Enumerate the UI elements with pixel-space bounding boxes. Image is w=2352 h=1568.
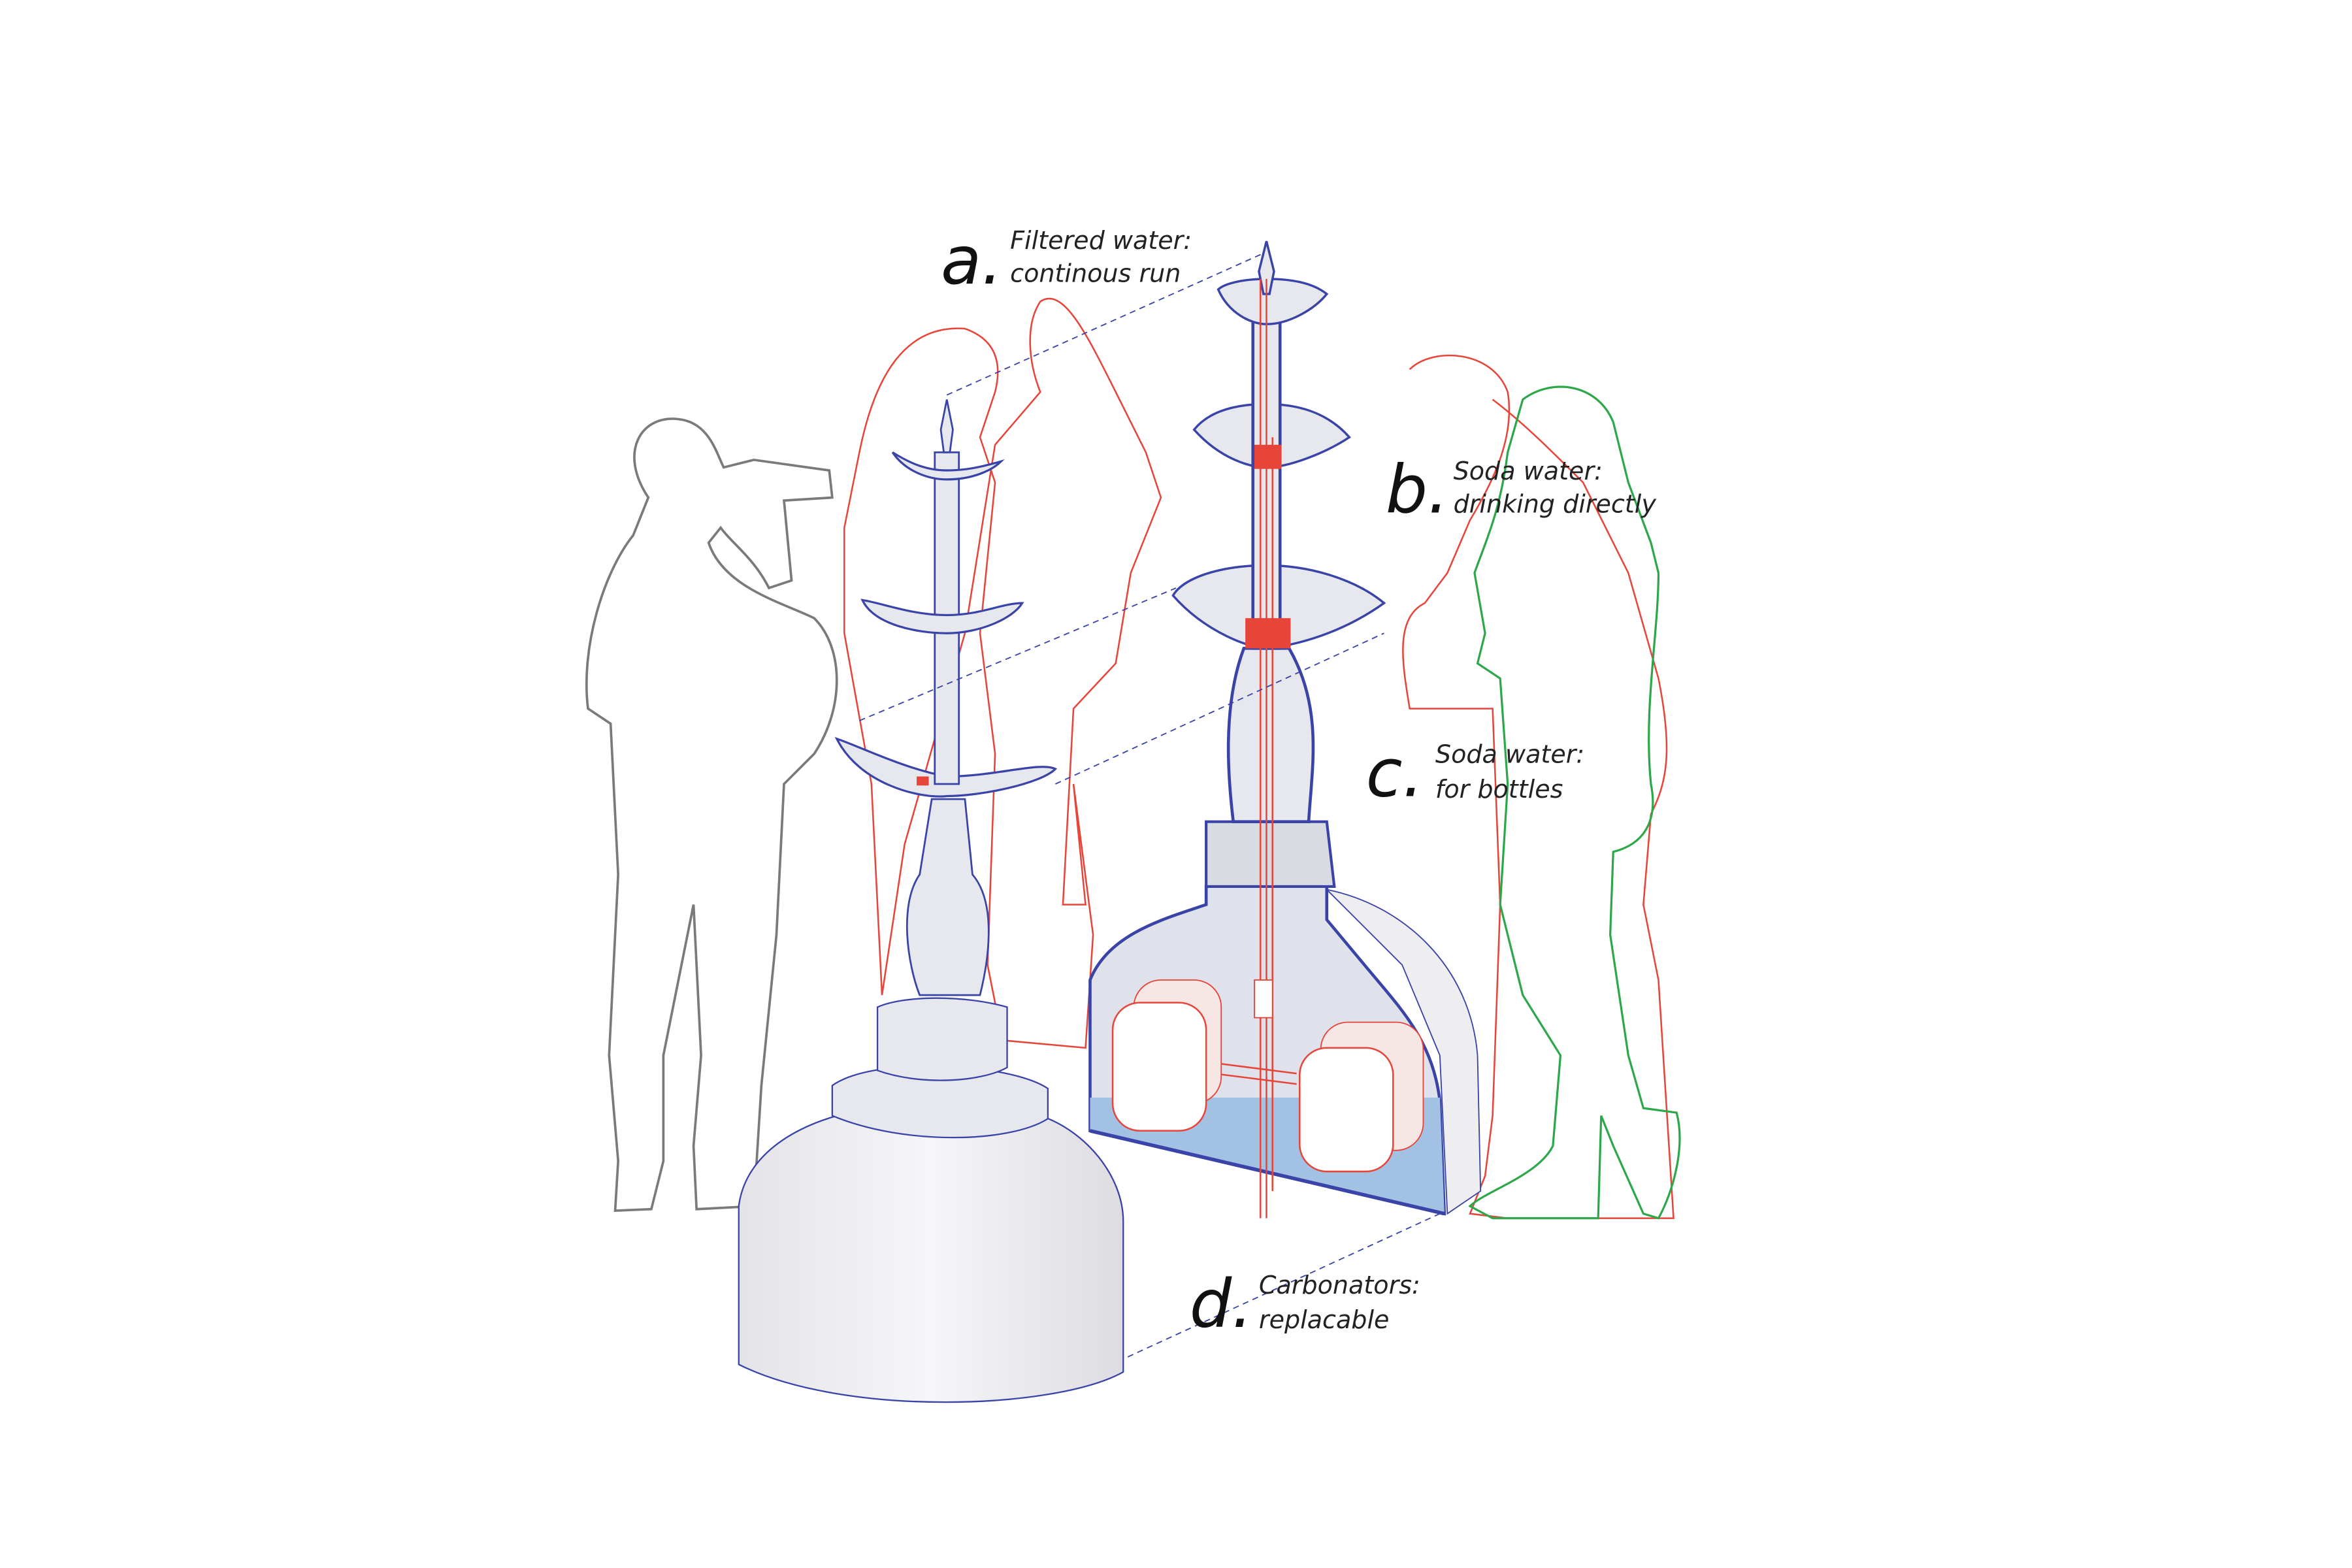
fountain-middle-dish — [860, 598, 1024, 634]
fountain-exterior — [738, 399, 1124, 1403]
label-b-line1: Soda water: — [1454, 457, 1603, 485]
label-b: b. Soda water: drinking directly — [1386, 451, 1657, 529]
cutaway-column — [1226, 646, 1315, 823]
label-b-line2: drinking directly — [1454, 490, 1657, 519]
label-c-letter: c. — [1366, 734, 1424, 811]
fountain-base-dome — [738, 1107, 1124, 1403]
label-c-line2: for bottles — [1435, 775, 1563, 804]
label-d-line1: Carbonators: — [1259, 1271, 1420, 1299]
cutaway-plinth — [1205, 820, 1336, 888]
leader-line-b — [859, 587, 1177, 721]
leader-line-a — [946, 252, 1264, 396]
leader-line-d — [1127, 1213, 1441, 1358]
carbonation-valve-lower — [1245, 618, 1291, 649]
carbonation-valve-upper — [1254, 444, 1282, 469]
fountain-top-dish — [891, 451, 1005, 481]
label-a-letter: a. — [941, 222, 1002, 299]
fountain-cutaway — [1088, 240, 1482, 1218]
label-d-letter: d. — [1190, 1266, 1253, 1343]
label-a-line1: Filtered water: — [1010, 226, 1192, 255]
person-outline-green — [1468, 385, 1681, 1220]
label-a-line2: continous run — [1010, 259, 1181, 288]
person-outline-red-right — [1402, 354, 1674, 1219]
fountain-lower-dish — [834, 737, 1058, 798]
label-d: d. Carbonators: replacable — [1190, 1266, 1420, 1343]
cutaway-top-dish — [1217, 278, 1329, 325]
carbonator-right — [1298, 1021, 1424, 1173]
leader-line-c — [1054, 632, 1384, 785]
label-d-line2: replacable — [1259, 1305, 1390, 1334]
cutaway-base-exterior — [1324, 889, 1482, 1215]
label-c-line1: Soda water: — [1435, 740, 1584, 769]
label-c: c. Soda water: for bottles — [1366, 734, 1584, 811]
fountain-column — [906, 798, 990, 996]
water-pipes — [1213, 278, 1297, 1218]
person-outline-red-back — [843, 297, 1162, 1049]
label-a: a. Filtered water: continous run — [941, 222, 1192, 299]
fountain-spire — [939, 399, 954, 453]
fountain-plinth — [876, 997, 1008, 1081]
person-drinking-silhouette — [585, 417, 838, 1213]
flow-sensor — [1254, 979, 1273, 1019]
carbonator-left — [1111, 979, 1222, 1132]
label-b-letter: b. — [1386, 451, 1449, 529]
red-valve — [917, 776, 929, 786]
